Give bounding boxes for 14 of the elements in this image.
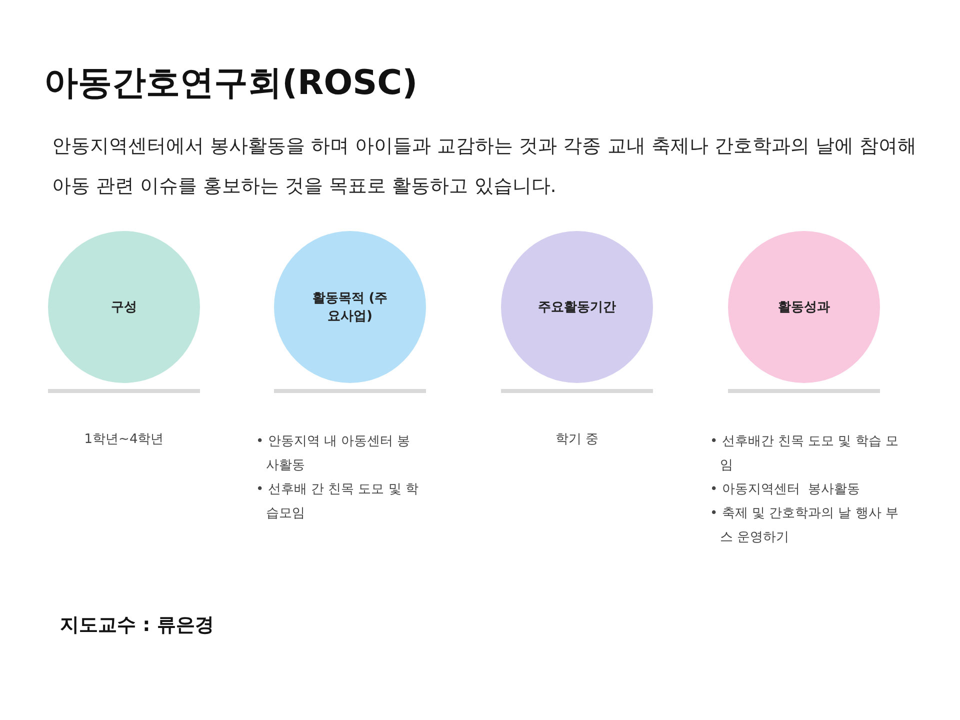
circle-label: 활동목적 (주요사업) <box>311 290 389 325</box>
bullet-item: • 선후배 간 친목 도모 및 학습모임 <box>256 481 420 523</box>
caption-text: 1학년~4학년 <box>83 431 165 448</box>
page-title: 아동간호연구회(ROSC) <box>44 62 418 105</box>
circle-label: 활동성과 <box>777 299 831 316</box>
caption-text: 학기 중 <box>554 431 600 448</box>
circle-label: 주요활동기간 <box>537 299 617 316</box>
description-paragraph: 안동지역센터에서 봉사활동을 하며 아이들과 교감하는 것과 각종 교내 축제나 간호학과의 날에 참여해 아동 관련 이슈를 홍보하는 것을 목표로 활동하고 있습니다. <box>52 134 918 199</box>
bullet-item: • 축제 및 간호학과의 날 행사 부스 운영하기 <box>710 505 900 547</box>
advisor-text: 지도교수 : 류은경 <box>60 613 214 638</box>
bullet-item: • 안동지역 내 아동센터 봉사활동 <box>256 433 412 475</box>
bullet-item: • 아동지역센터 봉사활동 <box>710 481 862 499</box>
bullet-item: • 선후배간 친목 도모 및 학습 모임 <box>710 433 900 475</box>
circle-label: 구성 <box>110 299 138 316</box>
